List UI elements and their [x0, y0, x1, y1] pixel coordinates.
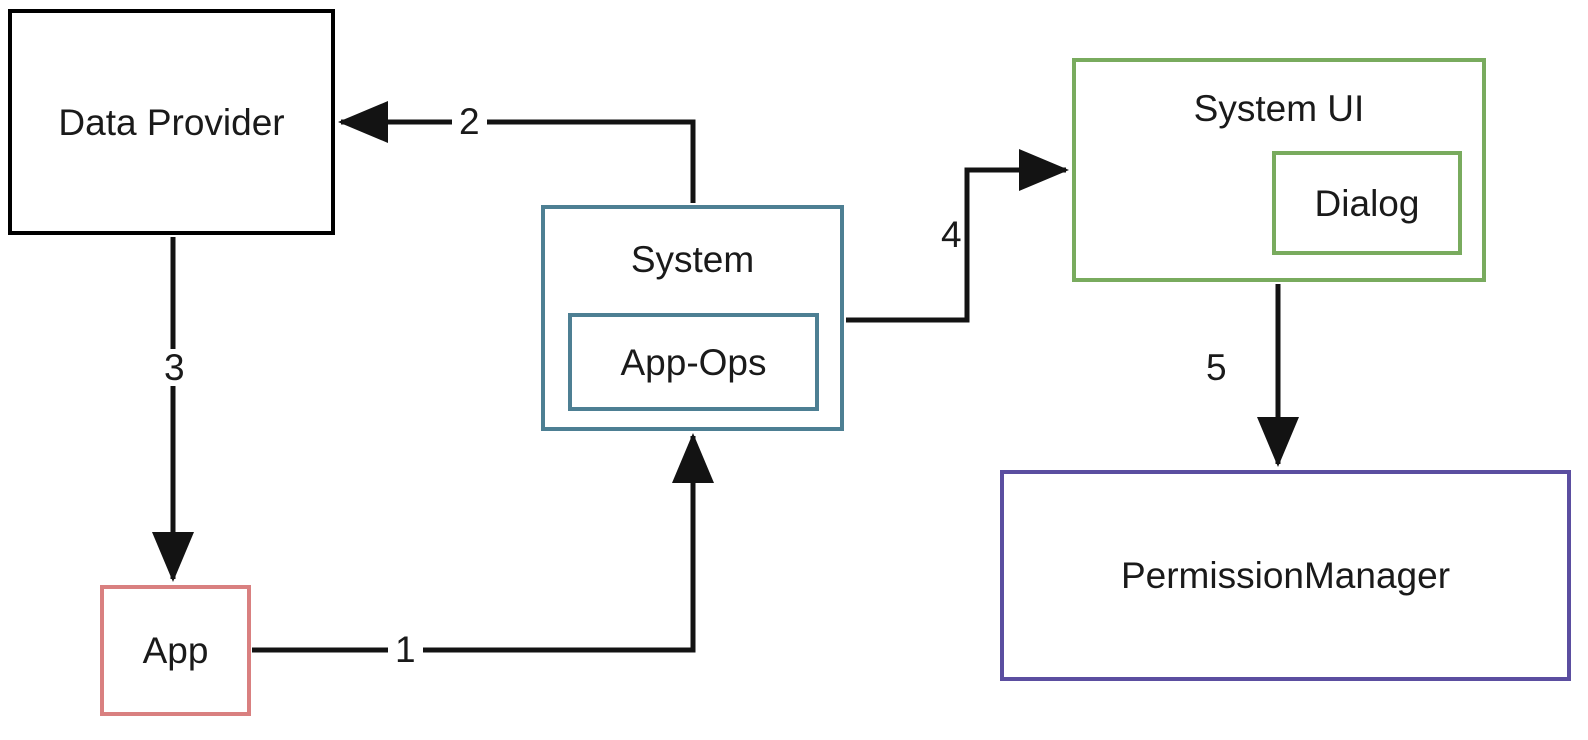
node-data-provider[interactable]: Data Provider [8, 9, 335, 235]
edge-label-5: 5 [1206, 347, 1227, 388]
node-app[interactable]: App [100, 585, 251, 716]
node-data-provider-label: Data Provider [58, 101, 285, 143]
node-app-ops-label: App-Ops [620, 341, 767, 383]
node-app-ops[interactable]: App-Ops [568, 313, 819, 411]
node-dialog-label: Dialog [1314, 182, 1420, 224]
node-system-ui-label: System UI [1193, 88, 1365, 129]
node-app-label: App [142, 630, 209, 671]
edge-1-path [252, 432, 715, 653]
node-dialog[interactable]: Dialog [1272, 151, 1462, 255]
edge-4-path [846, 149, 1070, 323]
edge-2-path [337, 100, 696, 203]
edge-label-2: 2 [452, 103, 487, 140]
node-permission-manager-label: PermissionManager [1120, 555, 1451, 596]
node-permission-manager[interactable]: PermissionManager [1000, 470, 1571, 681]
edge-label-1: 1 [388, 631, 423, 668]
edge-label-4: 4 [941, 214, 962, 255]
node-system-label: System [630, 239, 755, 280]
edge-label-3: 3 [157, 349, 192, 386]
